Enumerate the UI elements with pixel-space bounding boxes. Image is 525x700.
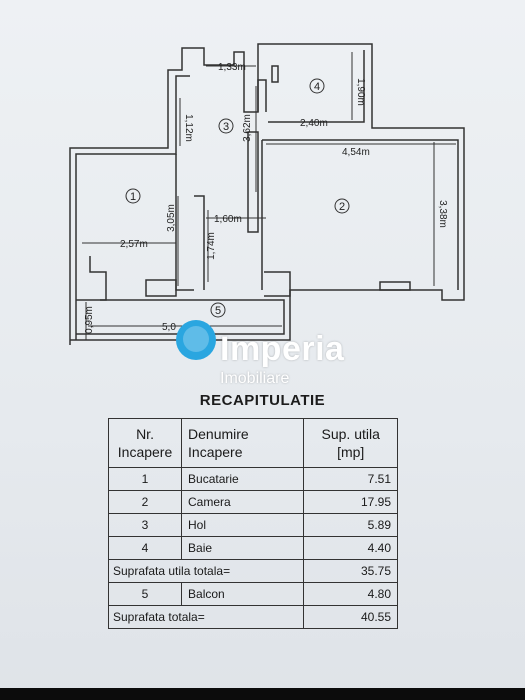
room-number-2: 2 xyxy=(339,201,345,213)
table-row: 1 Bucatarie 7.51 xyxy=(107,467,398,491)
table-row: 3 Hol 5.89 xyxy=(107,513,398,537)
header-area-line1: Sup. utila xyxy=(321,426,380,442)
room-number-4: 4 xyxy=(314,81,320,93)
dim-hol-length: 3,62m xyxy=(242,114,253,142)
dim-balcon-depth: 0,95m xyxy=(84,306,95,334)
row-area: 5.89 xyxy=(303,513,398,537)
total-label: Suprafata totala= xyxy=(107,605,305,629)
header-area-line2: [mp] xyxy=(337,444,365,460)
row-nr: 3 xyxy=(107,513,183,537)
room-number-1: 1 xyxy=(130,191,136,203)
subtotal-value: 35.75 xyxy=(303,559,398,583)
row-area: 4.80 xyxy=(303,582,398,606)
header-name-line1: Denumire xyxy=(188,426,249,442)
row-area: 4.40 xyxy=(303,536,398,560)
dim-hol-lower-depth: 1,74m xyxy=(206,232,217,260)
row-area: 7.51 xyxy=(303,467,398,491)
bottom-bar xyxy=(0,688,525,700)
recap-header-row: Nr. Incapere Denumire Incapere Sup. util… xyxy=(107,418,398,468)
table-row: 4 Baie 4.40 xyxy=(107,536,398,560)
row-area: 17.95 xyxy=(303,490,398,514)
room-number-3: 3 xyxy=(223,121,229,133)
table-row: 5 Balcon 4.80 xyxy=(107,582,398,606)
recap-title: RECAPITULATIE xyxy=(199,392,326,409)
dimension-lines xyxy=(82,52,456,340)
row-nr: 1 xyxy=(107,467,183,491)
total-row: Suprafata totala= 40.55 xyxy=(107,605,398,629)
subtotal-label: Suprafata utila totala= xyxy=(107,559,305,583)
row-nr: 5 xyxy=(107,582,183,606)
header-nr-line1: Nr. xyxy=(136,426,154,442)
header-nr: Nr. Incapere xyxy=(107,418,183,468)
row-nr: 4 xyxy=(107,536,183,560)
header-name: Denumire Incapere xyxy=(181,418,305,468)
header-nr-line2: Incapere xyxy=(117,444,173,460)
subtotal-row: Suprafata utila totala= 35.75 xyxy=(107,559,398,583)
recap-table: Nr. Incapere Denumire Incapere Sup. util… xyxy=(107,418,398,629)
dimension-labels: 1,33m 1,12m 3,62m 1,90m 2,40m 4,54m 3,38… xyxy=(84,62,448,334)
dim-bucatarie-depth: 3,05m xyxy=(166,204,177,232)
dim-balcon-width: 5,0 xyxy=(162,322,176,333)
dim-hol-top-width: 1,33m xyxy=(218,62,246,73)
header-area: Sup. utila [mp] xyxy=(303,418,398,468)
room-markers xyxy=(125,78,350,318)
row-name: Bucatarie xyxy=(181,467,305,491)
total-value: 40.55 xyxy=(303,605,398,629)
dim-baie-width: 2,40m xyxy=(300,118,328,129)
table-row: 2 Camera 17.95 xyxy=(107,490,398,514)
row-name: Balcon xyxy=(181,582,305,606)
room-number-5: 5 xyxy=(215,305,221,317)
brand-logo: Imperia Imobiliare xyxy=(176,318,366,398)
brand-subtitle: Imobiliare xyxy=(220,370,290,387)
brand-name: Imperia xyxy=(220,330,345,368)
header-name-line2: Incapere xyxy=(188,444,243,460)
dim-bucatarie-width: 2,57m xyxy=(120,239,148,250)
dim-camera-depth: 3,38m xyxy=(437,200,448,228)
dim-hol-lower-width: 1,60m xyxy=(214,214,242,225)
brand-emblem-icon xyxy=(176,320,216,360)
row-name: Baie xyxy=(181,536,305,560)
row-nr: 2 xyxy=(107,490,183,514)
row-name: Hol xyxy=(181,513,305,537)
row-name: Camera xyxy=(181,490,305,514)
dim-hol-left-depth: 1,12m xyxy=(183,114,194,142)
dim-baie-height: 1,90m xyxy=(355,78,366,106)
dim-camera-width: 4,54m xyxy=(342,147,370,158)
